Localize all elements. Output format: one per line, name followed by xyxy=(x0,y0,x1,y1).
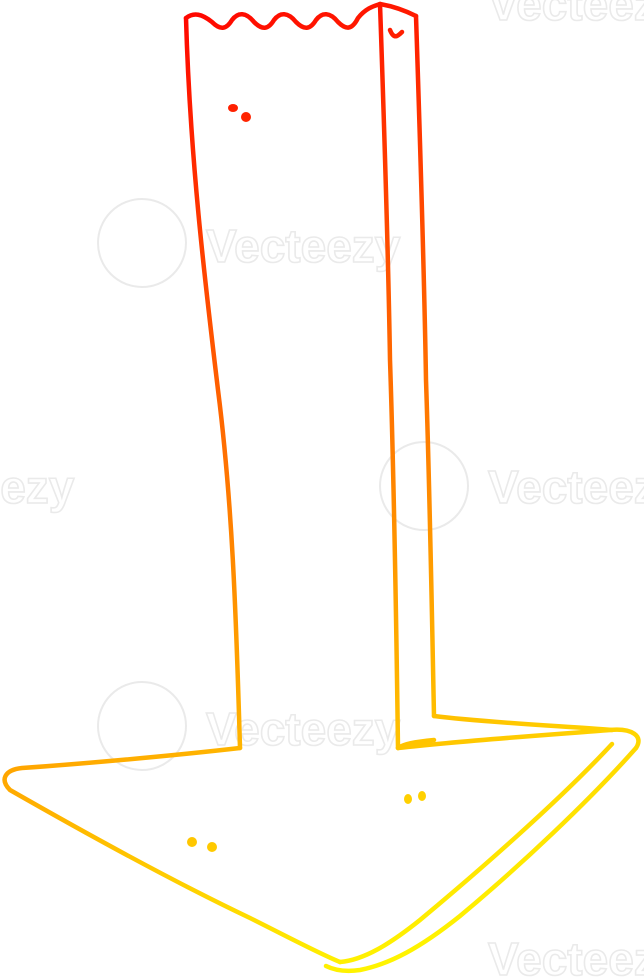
arrow-head-right-wing xyxy=(395,727,641,751)
arrow-shaft-side-line xyxy=(387,27,405,39)
arrow-shaft-inner-edge xyxy=(377,1,401,751)
watermark-text: Vecteezy xyxy=(488,933,644,980)
arrow-head-left-wing xyxy=(2,745,343,965)
arrow-head-outer-edge xyxy=(323,745,639,974)
highlight-dot xyxy=(404,794,412,804)
arrow-shaft-top-edge xyxy=(183,1,419,30)
watermark-text: Vecteezy xyxy=(206,220,401,272)
highlight-dot xyxy=(241,112,251,122)
highlight-dot xyxy=(187,837,197,847)
arrow-head-right-edge xyxy=(337,741,615,965)
watermark-logo-icon xyxy=(379,441,469,531)
arrow-head-inner-join xyxy=(395,737,437,751)
highlight-marks xyxy=(187,104,426,852)
highlight-dot xyxy=(207,842,217,852)
highlight-dot xyxy=(228,104,238,112)
arrow-head-inner-join xyxy=(431,713,615,733)
watermark-logo-icon xyxy=(97,681,187,771)
watermark-text: Vecteezy xyxy=(488,461,644,513)
watermark-text: Vecteezy xyxy=(0,461,75,513)
watermark-text: Vecteezy xyxy=(488,0,644,30)
watermark-logo-icon xyxy=(97,198,187,288)
arrow-shaft-outer-edge xyxy=(413,13,437,719)
highlight-dot xyxy=(418,791,426,801)
arrow-shaft-left-edge xyxy=(183,15,243,751)
